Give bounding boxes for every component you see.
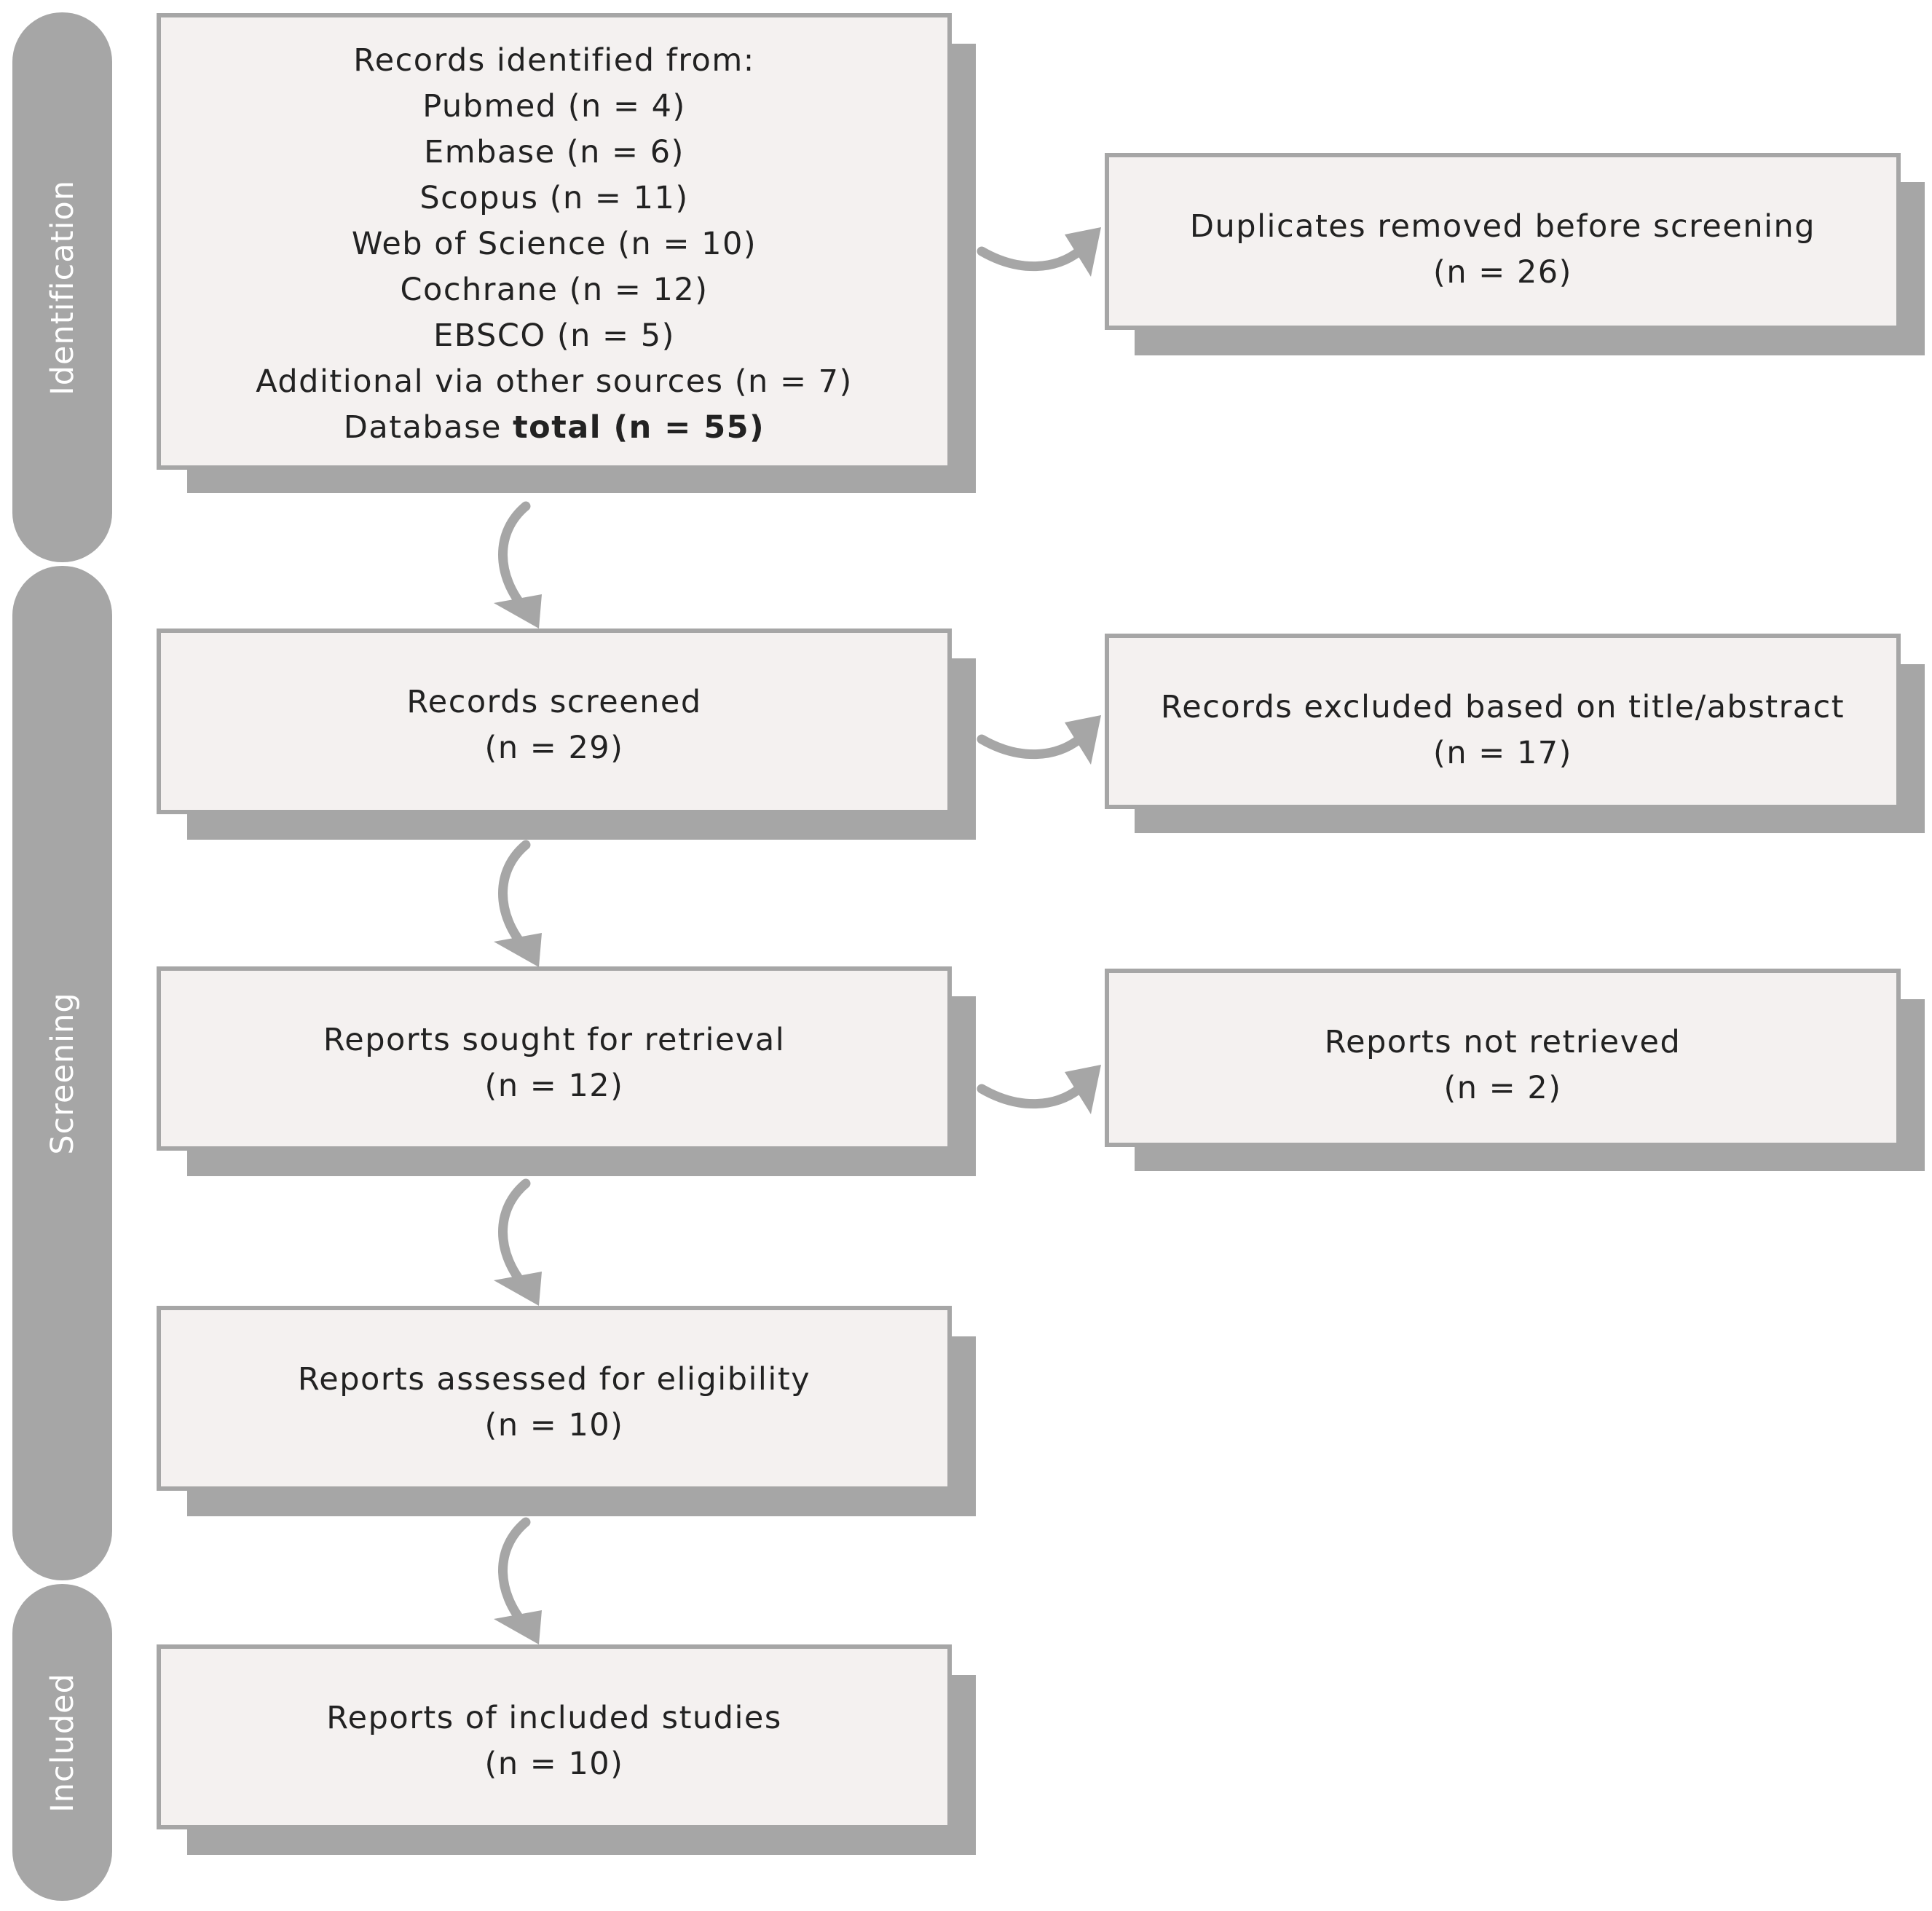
- source-web-of-science: Web of Science (n = 10): [351, 226, 757, 262]
- reports-included-count: (n = 10): [484, 1746, 624, 1782]
- arrow-identified-to-screened: [498, 501, 531, 615]
- arrow-sought-to-assessed: [498, 1178, 531, 1293]
- source-ebsco: EBSCO (n = 5): [433, 318, 675, 354]
- phase-bar-screening: Screening: [12, 566, 112, 1580]
- reports-included-label: Reports of included studies: [326, 1700, 782, 1736]
- records-identified-box: Records identified from: Pubmed (n = 4) …: [157, 13, 952, 470]
- arrow-identified-to-duplicates: [977, 246, 1084, 272]
- reports-assessed-box: Reports assessed for eligibility (n = 10…: [157, 1306, 952, 1491]
- reports-not-retrieved-count: (n = 2): [1443, 1070, 1562, 1106]
- source-cochrane: Cochrane (n = 12): [400, 272, 709, 308]
- arrowhead-right: [1065, 715, 1101, 765]
- source-embase: Embase (n = 6): [424, 134, 685, 170]
- reports-sought-label: Reports sought for retrieval: [323, 1022, 786, 1058]
- database-total: Database total (n = 55): [344, 405, 765, 451]
- duplicates-removed-box: Duplicates removed before screening (n =…: [1105, 153, 1901, 330]
- reports-not-retrieved-box: Reports not retrieved (n = 2): [1105, 969, 1901, 1147]
- arrowhead-down: [494, 933, 542, 967]
- phase-bar-identification: Identification: [12, 12, 112, 562]
- records-excluded-box: Records excluded based on title/abstract…: [1105, 634, 1901, 809]
- arrow-screened-to-excluded: [977, 734, 1084, 760]
- arrowhead-down: [494, 594, 542, 629]
- records-screened-count: (n = 29): [484, 730, 624, 766]
- arrow-assessed-to-included: [498, 1517, 531, 1631]
- records-identified-heading: Records identified from:: [353, 42, 755, 79]
- reports-included-box: Reports of included studies (n = 10): [157, 1644, 952, 1829]
- database-total-prefix: Database: [343, 409, 513, 446]
- source-pubmed: Pubmed (n = 4): [422, 88, 686, 125]
- arrowhead-right: [1065, 227, 1101, 277]
- records-screened-label: Records screened: [406, 684, 702, 720]
- arrowhead-down: [494, 1610, 542, 1644]
- reports-assessed-count: (n = 10): [484, 1407, 624, 1443]
- records-excluded-count: (n = 17): [1433, 735, 1572, 771]
- reports-sought-box: Reports sought for retrieval (n = 12): [157, 966, 952, 1151]
- records-excluded-label: Records excluded based on title/abstract: [1160, 689, 1845, 725]
- phase-bar-included: Included: [12, 1584, 112, 1901]
- records-screened-box: Records screened (n = 29): [157, 629, 952, 814]
- reports-not-retrieved-label: Reports not retrieved: [1324, 1024, 1681, 1060]
- arrow-sought-to-not-retrieved: [977, 1084, 1084, 1109]
- duplicates-removed-count: (n = 26): [1433, 254, 1572, 291]
- arrowhead-down: [494, 1272, 542, 1306]
- arrowhead-right: [1065, 1065, 1101, 1114]
- database-total-count: total (n = 55): [513, 409, 765, 446]
- reports-assessed-label: Reports assessed for eligibility: [297, 1361, 811, 1398]
- duplicates-removed-label: Duplicates removed before screening: [1189, 208, 1816, 245]
- source-additional: Additional via other sources (n = 7): [256, 363, 853, 400]
- source-scopus: Scopus (n = 11): [419, 180, 689, 216]
- arrow-screened-to-sought: [498, 840, 531, 954]
- reports-sought-count: (n = 12): [484, 1068, 624, 1104]
